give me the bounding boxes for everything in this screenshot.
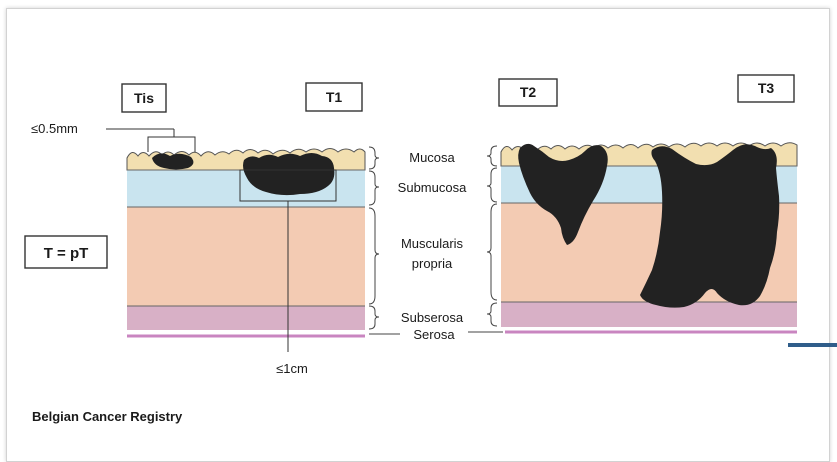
stage-label-t2: T2 xyxy=(520,84,537,100)
tumor-t3-shape xyxy=(640,144,779,307)
stage-box-t1: T1 xyxy=(306,83,362,111)
tis-depth-label: ≤0.5mm xyxy=(31,121,78,136)
brace-muscularis-left xyxy=(369,208,379,304)
brace-submucosa-right xyxy=(487,168,497,202)
footer-credit: Belgian Cancer Registry xyxy=(32,409,182,424)
tis-bracket-box xyxy=(148,137,195,152)
brace-subserosa-left xyxy=(369,306,379,329)
tis-depth-annotation: ≤0.5mm xyxy=(31,121,195,152)
subserosa-layer-right xyxy=(501,302,797,327)
tumor-t3 xyxy=(640,144,779,307)
classification-label: T = pT xyxy=(44,245,89,262)
classification-box: T = pT xyxy=(25,236,107,268)
stage-label-tis: Tis xyxy=(134,90,154,106)
stage-label-t3: T3 xyxy=(758,80,775,96)
stage-box-t3: T3 xyxy=(738,75,794,102)
layer-labels: Mucosa Submucosa Muscularis propria Subs… xyxy=(398,150,467,342)
stage-box-tis: Tis xyxy=(122,84,166,112)
label-serosa: Serosa xyxy=(413,327,455,342)
brace-muscularis-right xyxy=(487,204,497,300)
stage-label-t1: T1 xyxy=(326,89,343,105)
label-mucosa: Mucosa xyxy=(409,150,455,165)
label-submucosa: Submucosa xyxy=(398,180,467,195)
stage-box-t2: T2 xyxy=(499,79,557,106)
muscularis-layer-left xyxy=(127,206,365,306)
label-muscularis-line2: propria xyxy=(412,256,453,271)
brace-mucosa-left xyxy=(369,147,379,169)
brace-mucosa-right xyxy=(487,146,497,166)
label-subserosa: Subserosa xyxy=(401,310,464,325)
brace-submucosa-left xyxy=(369,171,379,205)
t1-size-label: ≤1cm xyxy=(276,361,308,376)
label-muscularis-line1: Muscularis xyxy=(401,236,464,251)
subserosa-layer-left xyxy=(127,306,365,330)
accent-bar xyxy=(788,343,837,347)
brace-subserosa-right xyxy=(487,303,497,326)
